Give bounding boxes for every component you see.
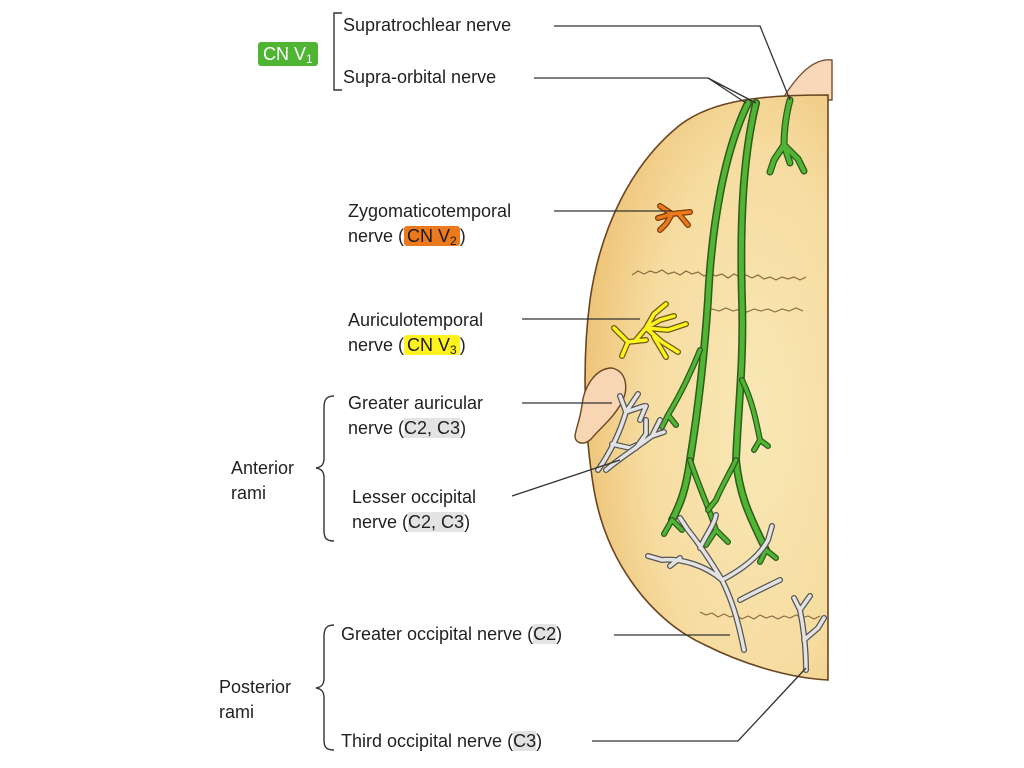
cn-v2-badge-text: CN V	[407, 226, 451, 246]
anterior-rami-line1: Anterior	[231, 458, 295, 478]
leader-supratrochlear	[554, 25, 791, 101]
sagittal-suture	[704, 307, 804, 313]
auriculotemporal-line1: Auriculotemporal	[348, 310, 484, 330]
cn-v3-badge-text: CN V	[407, 335, 451, 355]
posterior-rami-line2: rami	[219, 702, 254, 722]
supraorbital-nerve-medial	[705, 99, 779, 565]
third-occipital-close-paren: )	[536, 731, 543, 751]
lesser-occipital-nerve-prefix: nerve (	[352, 512, 409, 532]
cn-v1-bracket	[333, 12, 342, 91]
auriculotemporal-nerve-prefix: nerve (	[348, 335, 405, 355]
greater-auricular-label: Greater auricular nerve (C2, C3)	[348, 391, 483, 441]
leader-third-occipital	[592, 667, 807, 742]
third-occipital-label: Third occipital nerve (C3)	[341, 729, 542, 754]
greater-auricular-nerve-prefix: nerve (	[348, 418, 405, 438]
supraorbital-nerve-lateral	[659, 99, 752, 548]
cn-v1-badge-subscript: 1	[306, 52, 313, 66]
zygomaticotemporal-line1: Zygomaticotemporal	[348, 201, 512, 221]
zygomaticotemporal-label: Zygomaticotemporal nerve (CN V2)	[348, 199, 511, 249]
zygomaticotemporal-close-paren: )	[459, 226, 466, 246]
greater-occipital-close-paren: )	[556, 624, 563, 644]
zygomaticotemporal-line2: nerve (CN V2)	[348, 224, 511, 249]
posterior-rami-line1: Posterior	[219, 677, 292, 697]
cn-v3-badge: CN V3	[404, 335, 460, 357]
supratrochlear-text: Supratrochlear nerve	[343, 15, 512, 35]
forehead-skin	[784, 59, 833, 101]
greater-occipital-nerve	[645, 512, 783, 653]
third-occipital-text: Third occipital nerve (	[341, 731, 514, 751]
supraorbital-text: Supra-orbital nerve	[343, 67, 497, 87]
leader-lines	[511, 25, 807, 742]
anterior-rami-line2: rami	[231, 483, 266, 503]
lesser-occipital-segments: C2, C3	[408, 512, 465, 532]
lesser-occipital-nerve	[603, 417, 667, 473]
anterior-rami-brace	[315, 395, 335, 542]
leader-lesser-occipital	[511, 459, 621, 497]
leader-supraorbital	[534, 77, 757, 104]
cn-v2-badge: CN V2	[404, 226, 460, 248]
lesser-occipital-line1: Lesser occipital	[352, 487, 477, 507]
zygomaticotemporal-nerve-prefix: nerve (	[348, 226, 405, 246]
zygomaticotemporal-nerve	[655, 203, 693, 233]
cn-v1-badge: CN V1	[258, 40, 318, 68]
lesser-occipital-label: Lesser occipital nerve (C2, C3)	[352, 485, 476, 535]
auriculotemporal-close-paren: )	[459, 335, 466, 355]
cn-v3-badge-subscript: 3	[450, 343, 457, 357]
third-occipital-nerve	[791, 593, 827, 673]
greater-auricular-line2: nerve (C2, C3)	[348, 416, 483, 441]
greater-occipital-text: Greater occipital nerve (	[341, 624, 534, 644]
coronal-suture	[631, 269, 807, 281]
third-occipital-segment: C3	[513, 731, 537, 751]
greater-auricular-close-paren: )	[460, 418, 467, 438]
lesser-occipital-line2: nerve (C2, C3)	[352, 510, 476, 535]
lesser-occipital-close-paren: )	[464, 512, 471, 532]
supraorbital-label: Supra-orbital nerve	[343, 65, 496, 90]
greater-auricular-segments: C2, C3	[404, 418, 461, 438]
auriculotemporal-nerve	[611, 301, 689, 360]
posterior-rami-brace	[315, 624, 335, 751]
supratrochlear-nerve	[766, 96, 808, 176]
greater-auricular-nerve	[595, 391, 649, 473]
supratrochlear-label: Supratrochlear nerve	[343, 13, 511, 38]
cn-v2-badge-subscript: 2	[450, 234, 457, 248]
greater-auricular-line1: Greater auricular	[348, 393, 484, 413]
posterior-rami-label: Posterior rami	[219, 675, 291, 725]
auriculotemporal-label: Auriculotemporal nerve (CN V3)	[348, 308, 483, 358]
anterior-rami-label: Anterior rami	[231, 456, 294, 506]
greater-occipital-segment: C2	[533, 624, 557, 644]
cn-v1-badge-text: CN V	[263, 44, 307, 64]
greater-occipital-label: Greater occipital nerve (C2)	[341, 622, 562, 647]
auriculotemporal-line2: nerve (CN V3)	[348, 333, 483, 358]
